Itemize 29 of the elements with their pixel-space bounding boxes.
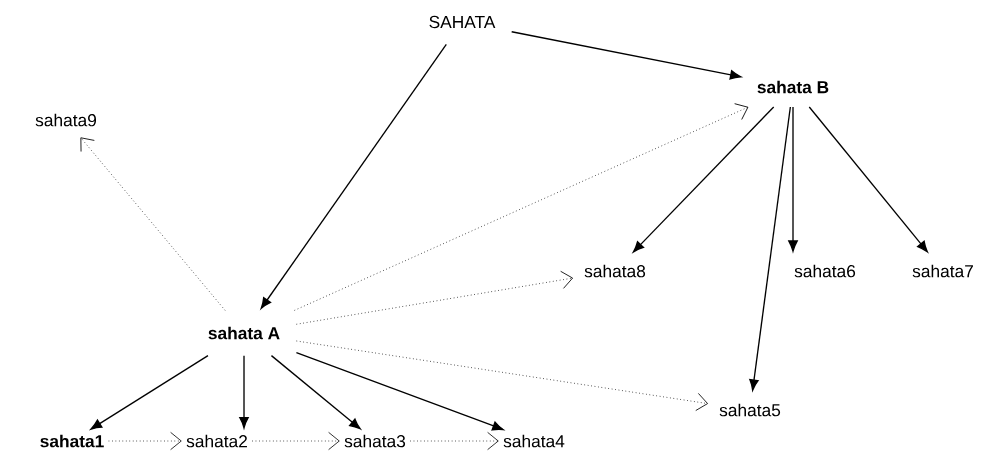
arrow bbox=[90, 354, 209, 430]
arrow bbox=[251, 431, 340, 451]
arrow bbox=[294, 103, 749, 311]
arrow bbox=[239, 354, 249, 429]
arrow bbox=[296, 270, 573, 325]
arrow bbox=[296, 340, 708, 411]
node-label: sahata7 bbox=[912, 264, 973, 278]
arrow bbox=[808, 106, 928, 253]
node-label: sahata6 bbox=[794, 264, 856, 278]
node-label: sahata3 bbox=[344, 434, 406, 448]
arrow bbox=[409, 431, 499, 451]
arrow bbox=[270, 354, 361, 430]
arrow bbox=[260, 43, 447, 309]
arrow bbox=[749, 106, 791, 391]
node-label: sahata9 bbox=[35, 113, 96, 127]
node-label: sahata2 bbox=[186, 434, 247, 448]
arrow bbox=[511, 31, 742, 80]
node-label: sahata8 bbox=[584, 264, 646, 278]
node-label: sahata4 bbox=[503, 434, 565, 448]
arrow bbox=[632, 106, 775, 253]
arrow bbox=[295, 351, 504, 431]
arrow bbox=[788, 106, 798, 252]
arrow bbox=[108, 431, 182, 451]
node-label: sahata1 bbox=[40, 434, 104, 448]
node-label: sahata B bbox=[757, 80, 829, 94]
node-label: sahata A bbox=[208, 326, 280, 340]
node-label: sahata5 bbox=[719, 403, 781, 417]
arrow bbox=[80, 137, 226, 311]
node-label: SAHATA bbox=[429, 15, 496, 29]
